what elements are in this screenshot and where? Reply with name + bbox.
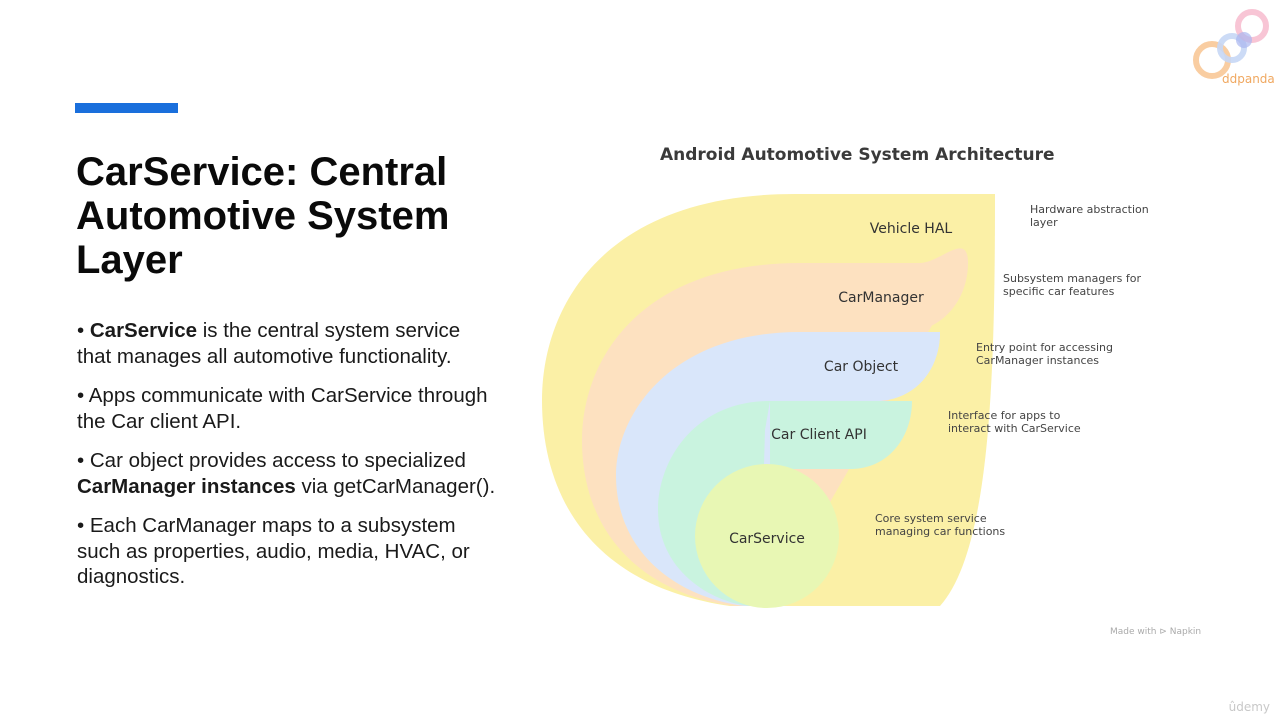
layer-desc-vehicle-hal-1: Hardware abstraction [1030, 203, 1149, 216]
layer-shape-carservice [695, 464, 839, 608]
layer-desc-car-client-api-1: Interface for apps to [948, 409, 1061, 422]
ddpanda-logo [1193, 9, 1269, 79]
layer-desc-car-client-api-2: interact with CarService [948, 422, 1081, 435]
bullet-3: • Car object provides access to speciali… [77, 449, 496, 498]
layer-label-carservice: CarService [729, 531, 805, 547]
udemy-watermark: ûdemy [1228, 700, 1270, 714]
layer-desc-car-object-1: Entry point for accessing [976, 341, 1113, 354]
layer-label-car-object: Car Object [824, 359, 899, 375]
architecture-diagram: Android Automotive System Architecture V… [542, 145, 1201, 637]
bullet-list: • CarService is the central system servi… [77, 318, 497, 604]
car-object-bulge [770, 332, 940, 401]
layer-desc-carservice-2: managing car functions [875, 525, 1005, 538]
layer-desc-carmanager-2: specific car features [1003, 285, 1115, 298]
layer-desc-carservice-1: Core system service [875, 512, 987, 525]
layer-desc-carmanager-1: Subsystem managers for [1003, 272, 1141, 285]
carmanager-bulge [794, 263, 968, 332]
ddpanda-logo-text: ddpanda [1222, 72, 1275, 86]
bullet-2: • Apps communicate with CarService throu… [77, 384, 488, 433]
layer-desc-vehicle-hal-2: layer [1030, 216, 1058, 229]
layer-label-vehicle-hal: Vehicle HAL [870, 221, 953, 237]
layer-label-car-client-api: Car Client API [771, 427, 867, 443]
layer-desc-car-object-2: CarManager instances [976, 354, 1099, 367]
diagram-title: Android Automotive System Architecture [660, 145, 1055, 165]
layer-label-carmanager: CarManager [838, 290, 924, 306]
title-accent-bar [75, 103, 178, 113]
bullet-1: • CarService is the central system servi… [77, 319, 461, 368]
napkin-credit: Made with ⊳ Napkin [1110, 627, 1201, 637]
slide-title: CarService: Central Automotive System La… [76, 150, 450, 282]
bullet-4: • Each CarManager maps to a subsystem su… [77, 514, 470, 588]
